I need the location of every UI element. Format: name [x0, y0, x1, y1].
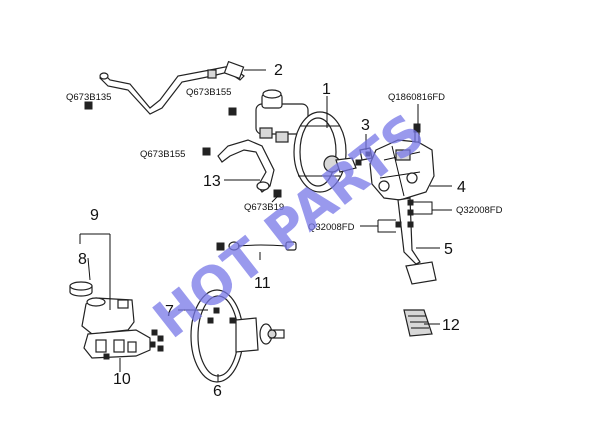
part-13-fitting-left — [202, 147, 211, 156]
part-9-reservoir — [81, 297, 135, 335]
part-2-vacuum-hose — [99, 60, 245, 115]
callout-8: 8 — [78, 251, 87, 268]
part-10-master-cylinder — [83, 329, 151, 360]
callout-13: 13 — [203, 173, 221, 190]
callout-10: 10 — [113, 371, 131, 388]
code-q32008fd-right: Q32008FD — [456, 205, 503, 216]
part-8-reservoir-cap — [69, 281, 93, 297]
code-q673b135: Q673B135 — [66, 92, 111, 103]
part-1-booster-assembly — [255, 89, 362, 193]
callout-1: 1 — [322, 81, 331, 98]
code-q673b19: Q673B19 — [244, 202, 284, 213]
callout-2: 2 — [274, 62, 283, 79]
part-6-booster — [190, 289, 285, 383]
code-q1860816fd: Q1860816FD — [388, 92, 445, 103]
callout-12: 12 — [442, 317, 460, 334]
part-2-fitting-right — [228, 107, 237, 116]
callout-5: 5 — [444, 241, 453, 258]
part-4-pedal-bracket — [369, 139, 435, 201]
code-q673b155-left: Q673B155 — [140, 149, 185, 160]
leader-lines — [79, 69, 452, 382]
part-11-sensor — [216, 241, 297, 251]
part-13-hose — [217, 139, 275, 193]
part-7-gasket — [207, 307, 236, 324]
callout-4: 4 — [457, 179, 466, 196]
callout-11: 11 — [254, 275, 271, 292]
callout-9: 9 — [90, 207, 99, 224]
callout-3: 3 — [361, 117, 370, 134]
code-q673b155-top: Q673B155 — [186, 87, 231, 98]
part-12-pedal-pad — [403, 309, 433, 337]
callout-6: 6 — [213, 383, 222, 400]
part-2-fitting-left — [84, 101, 93, 110]
part-fittings-cluster — [149, 329, 164, 352]
watermark: HOT PARTS — [143, 103, 436, 351]
part-5-brake-pedal — [395, 197, 437, 285]
code-q32008fd-left: Q32008FD — [308, 222, 355, 233]
part-bolt-q1860816fd — [413, 123, 421, 143]
callout-7: 7 — [165, 303, 174, 320]
